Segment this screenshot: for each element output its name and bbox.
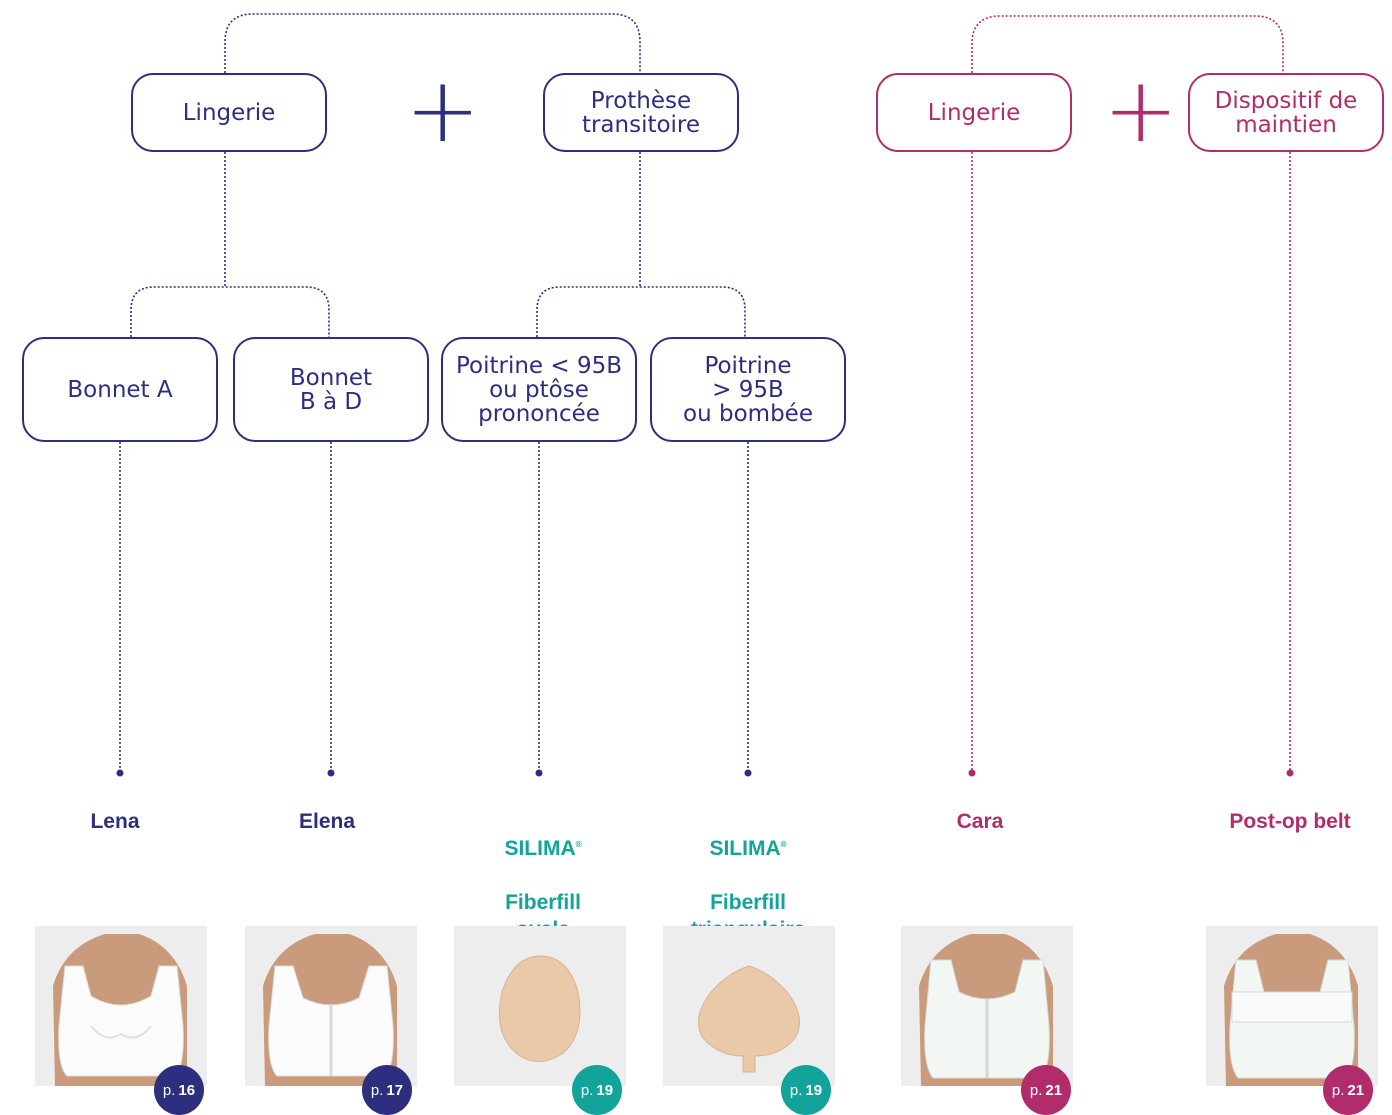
page-badge-fiberfill-triangulaire: p.19 [781, 1065, 831, 1115]
product-image-elena [245, 926, 417, 1086]
brand-silima: SILIMA® [504, 837, 582, 860]
product-name-post-op-belt: Post-op belt [1229, 810, 1351, 833]
bra-icon [245, 926, 417, 1086]
plus-icon-right: + [1103, 58, 1179, 163]
product-name-lena: Lena [90, 810, 140, 833]
bonnet-b-d-box: Bonnet B à D [233, 337, 429, 442]
dispositif-maintien-box: Dispositif de maintien [1188, 73, 1384, 152]
triangular-prosthesis-icon [663, 926, 835, 1086]
page-badge-cara: p.21 [1021, 1065, 1071, 1115]
prothese-transitoire-box: Prothèse transitoire [543, 73, 739, 152]
belt-icon [1206, 926, 1378, 1086]
bra-icon [35, 926, 207, 1086]
product-name-cara: Cara [956, 810, 1004, 833]
product-image-lena [35, 926, 207, 1086]
page-badge-fiberfill-ovale: p.19 [572, 1065, 622, 1115]
poitrine-inf-95b-box: Poitrine < 95B ou ptôse prononcée [441, 337, 637, 442]
lingerie-box-right: Lingerie [876, 73, 1072, 152]
plus-icon-left: + [405, 58, 481, 163]
brand-silima: SILIMA® [709, 837, 787, 860]
product-image-cara [901, 926, 1073, 1086]
page-badge-lena: p.16 [154, 1065, 204, 1115]
lingerie-box-left: Lingerie [131, 73, 327, 152]
product-name-elena: Elena [298, 810, 356, 833]
poitrine-sup-95b-box: Poitrine > 95B ou bombée [650, 337, 846, 442]
product-name-silima-ovale: SILIMA® Fiberfill ovale [453, 804, 633, 943]
product-image-post-op-belt [1206, 926, 1378, 1086]
page-badge-elena: p.17 [362, 1065, 412, 1115]
page-badge-post-op-belt: p.21 [1323, 1065, 1373, 1115]
bonnet-a-box: Bonnet A [22, 337, 218, 442]
product-image-fiberfill-ovale [454, 926, 626, 1086]
oval-prosthesis-icon [454, 926, 626, 1086]
product-image-fiberfill-triangulaire [663, 926, 835, 1086]
product-name-silima-triangulaire: SILIMA® Fiberfill triangulaire [658, 804, 838, 943]
bra-icon [901, 926, 1073, 1086]
